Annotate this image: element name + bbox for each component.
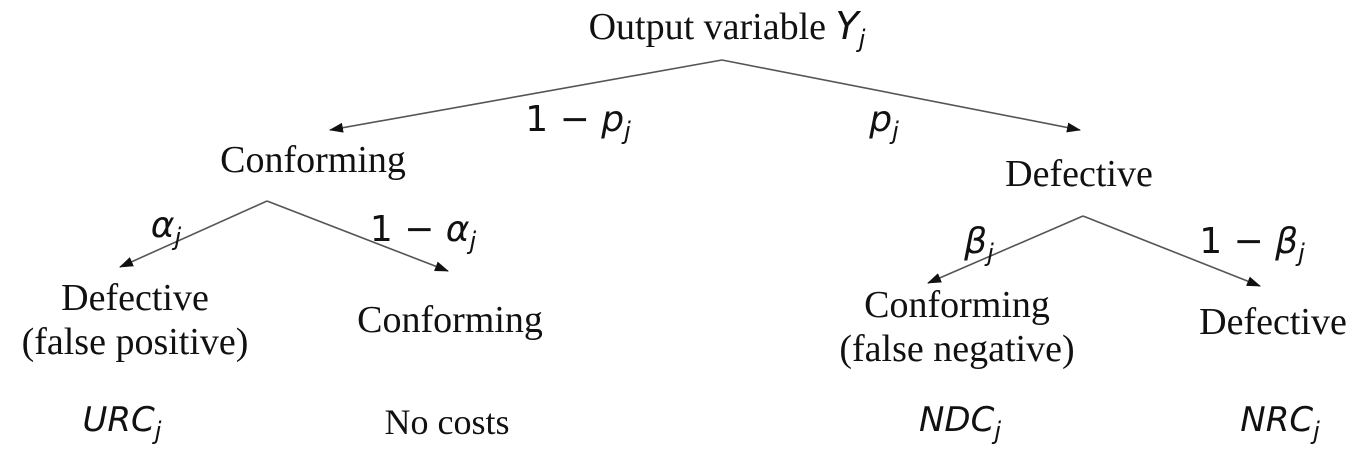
cost-symbol: URC xyxy=(82,400,155,440)
cost-subscript: j xyxy=(994,417,1002,445)
prob-symbol: p xyxy=(601,99,625,140)
prob-defective: pj xyxy=(869,100,899,151)
prob-symbol: α xyxy=(150,205,175,246)
leaf-line1: Defective xyxy=(1199,301,1347,343)
prob-subscript: j xyxy=(624,117,631,145)
edge-conforming-to-conforming xyxy=(266,200,449,272)
edge-defective-to-defective xyxy=(1082,215,1261,287)
node-conforming: Conforming xyxy=(220,138,406,182)
prob-alpha: αj xyxy=(151,206,181,257)
cost-symbol: NDC xyxy=(918,400,995,440)
prob-one-minus-beta: 1 − βj xyxy=(1199,222,1305,273)
prob-one-minus-alpha: 1 − αj xyxy=(370,210,476,261)
prob-beta: βj xyxy=(964,222,994,273)
edge-root-to-conforming xyxy=(329,59,723,133)
leaf-line1: Conforming xyxy=(357,299,543,341)
leaf-line2: (false positive) xyxy=(21,321,249,363)
prob-subscript: j xyxy=(174,223,182,251)
node-label: Defective xyxy=(1005,153,1153,195)
edge-root-to-defective xyxy=(721,59,1081,133)
prob-prefix: 1 − xyxy=(525,99,602,140)
node-label: Conforming xyxy=(220,139,406,181)
leaf-line2: (false negative) xyxy=(839,328,1075,370)
leaf-false-negative: Conforming (false negative) xyxy=(839,283,1074,371)
cost-urc: URCj xyxy=(83,400,162,451)
cost-ndc: NDCj xyxy=(919,400,1001,451)
cost-nrc: NRCj xyxy=(1240,400,1319,451)
cost-subscript: j xyxy=(1313,417,1320,445)
node-defective: Defective xyxy=(1005,152,1153,196)
root-label: Output variable xyxy=(588,6,827,48)
leaf-line1: Defective xyxy=(61,277,209,319)
leaf-line1: Conforming xyxy=(864,284,1050,326)
prob-not-defective: 1 − pj xyxy=(525,100,631,151)
root-subscript: j xyxy=(858,25,866,53)
prob-symbol: α xyxy=(445,209,470,250)
prob-subscript: j xyxy=(987,239,994,267)
leaf-false-positive: Defective (false positive) xyxy=(22,276,249,364)
prob-prefix: 1 − xyxy=(1199,221,1276,262)
root-symbol: Y xyxy=(835,4,859,48)
prob-symbol: p xyxy=(869,99,893,140)
root-node: Output variable Yj xyxy=(589,4,866,61)
cost-symbol: NRC xyxy=(1240,400,1314,440)
edge-conforming-to-false-positive xyxy=(119,200,268,268)
cost-subscript: j xyxy=(154,417,162,445)
leaf-conforming: Conforming xyxy=(357,298,543,342)
prob-subscript: j xyxy=(469,227,477,255)
cost-text: No costs xyxy=(384,402,510,442)
edge-defective-to-false-negative xyxy=(927,215,1084,284)
cost-none: No costs xyxy=(385,402,510,442)
prob-subscript: j xyxy=(1298,239,1305,267)
prob-symbol: β xyxy=(964,221,988,262)
prob-prefix: 1 − xyxy=(369,209,446,250)
leaf-defective: Defective xyxy=(1199,300,1347,344)
prob-subscript: j xyxy=(892,117,899,145)
prob-symbol: β xyxy=(1275,221,1299,262)
